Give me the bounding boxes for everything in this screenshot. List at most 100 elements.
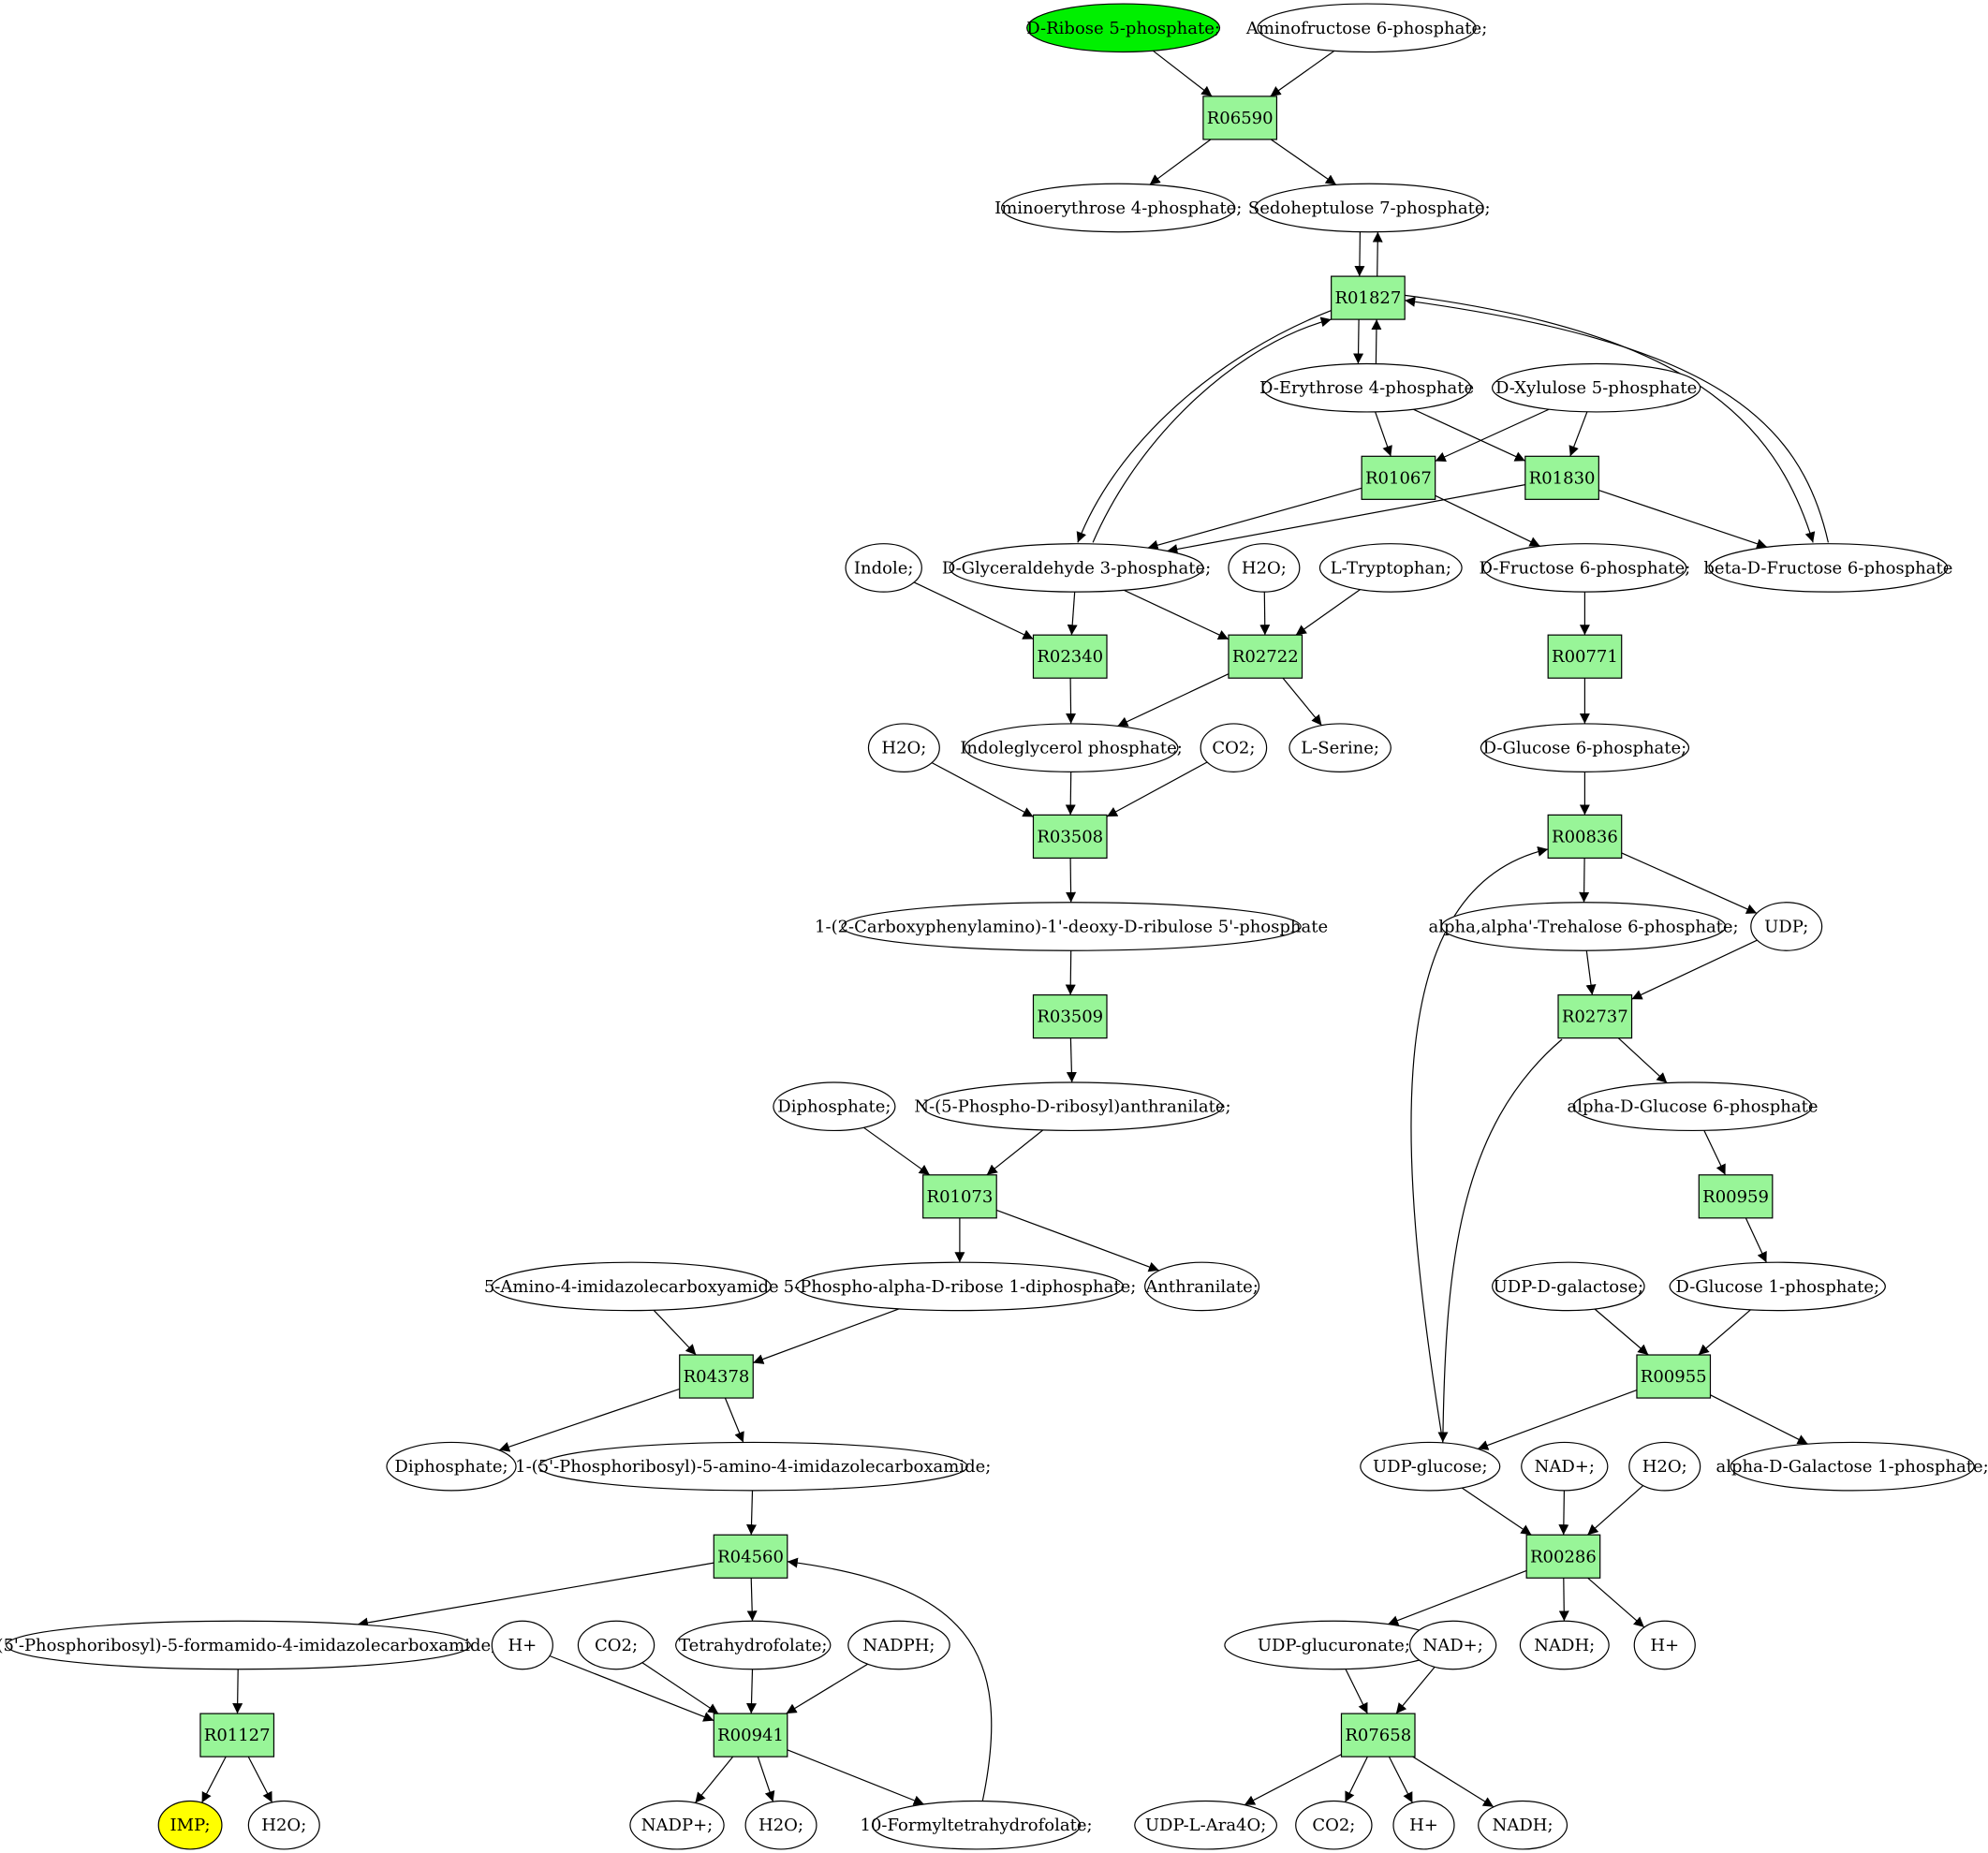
compound-ellipse <box>847 1620 950 1670</box>
compound-node-c37[interactable]: CO2; <box>577 1620 655 1670</box>
edge-R04560-to-c35 <box>357 1562 714 1628</box>
reaction-node-r00955[interactable]: R00955 <box>1636 1354 1712 1399</box>
reaction-node-r02737[interactable]: R02737 <box>1557 993 1633 1039</box>
compound-label: alpha,alpha'-Trehalose 6-phosphate; <box>1429 918 1739 937</box>
compound-node-c9[interactable]: H2O; <box>1228 543 1301 593</box>
edge-c13-to-R03508 <box>931 762 1034 817</box>
compound-node-c10[interactable]: L-Tryptophan; <box>1318 543 1463 593</box>
compound-node-c41[interactable]: NAD+; <box>1408 1620 1497 1670</box>
edge-R01073-to-c26 <box>995 1209 1160 1272</box>
compound-node-c12[interactable]: beta-D-Fructose 6-phosphate <box>1703 543 1952 593</box>
compound-node-c11[interactable]: D-Fructose 6-phosphate; <box>1480 543 1691 593</box>
compound-ellipse <box>491 1261 772 1312</box>
compound-node-c25[interactable]: 5-Phospho-alpha-D-ribose 1-diphosphate; <box>784 1261 1137 1312</box>
compound-node-c26[interactable]: Anthranilate; <box>1144 1261 1260 1312</box>
reaction-node-r01827[interactable]: R01827 <box>1331 275 1406 320</box>
compound-node-c38[interactable]: Tetrahydrofolate; <box>675 1620 832 1670</box>
reaction-box <box>922 1174 997 1219</box>
reaction-node-r00959[interactable]: R00959 <box>1698 1174 1774 1219</box>
compound-node-c36[interactable]: H+ <box>491 1620 553 1670</box>
edge-c12-to-R01827 <box>1405 296 1829 543</box>
compound-node-c22[interactable]: N-(5-Phospho-D-ribosyl)anthranilate; <box>914 1081 1231 1132</box>
compound-label: NADP+; <box>641 1816 713 1835</box>
edge-c1-to-R06590 <box>1152 50 1213 97</box>
compound-node-c45[interactable]: H2O; <box>247 1800 320 1850</box>
compound-label: NADH; <box>1534 1636 1595 1655</box>
compound-node-c29[interactable]: Diphosphate; <box>386 1441 517 1492</box>
edge-R02737-to-c31 <box>1437 1038 1563 1443</box>
compound-node-c51[interactable]: H+ <box>1392 1800 1455 1850</box>
edge-R03509-to-c22 <box>1066 1037 1077 1083</box>
compound-ellipse <box>1750 902 1823 951</box>
compound-ellipse <box>629 1800 725 1850</box>
compound-node-c17[interactable]: D-Glucose 6-phosphate; <box>1480 723 1690 772</box>
reaction-label: R00959 <box>1702 1187 1769 1207</box>
reaction-label: R04378 <box>684 1367 750 1387</box>
reaction-node-r01073[interactable]: R01073 <box>922 1174 997 1219</box>
reaction-node-r07658[interactable]: R07658 <box>1340 1713 1416 1757</box>
compound-node-c1[interactable]: D-Ribose 5-phosphate; <box>1026 3 1221 53</box>
compound-node-c24[interactable]: 5-Amino-4-imidazolecarboxyamide <box>484 1261 779 1312</box>
compound-node-c31[interactable]: UDP-glucose; <box>1360 1441 1501 1492</box>
compound-node-c14[interactable]: Indoleglycerol phosphate; <box>960 723 1183 772</box>
reaction-box <box>1202 96 1278 140</box>
compound-node-c34[interactable]: alpha-D-Galactose 1-phosphate; <box>1716 1441 1988 1492</box>
reaction-node-r02340[interactable]: R02340 <box>1032 634 1108 679</box>
edge-c5-to-R01827 <box>1371 319 1382 364</box>
compound-node-c16[interactable]: L-Serine; <box>1289 723 1392 772</box>
compound-node-c7[interactable]: Indole; <box>845 543 922 593</box>
compound-node-c3[interactable]: Iminoerythrose 4-phosphate; <box>994 183 1242 233</box>
compound-node-c43[interactable]: H+ <box>1633 1620 1696 1670</box>
reaction-node-r00286[interactable]: R00286 <box>1525 1534 1601 1579</box>
compound-ellipse <box>1519 1620 1610 1670</box>
compound-node-c47[interactable]: H2O; <box>744 1800 817 1850</box>
compound-node-c44[interactable]: IMP; <box>157 1800 223 1850</box>
reaction-label: R00955 <box>1641 1367 1707 1387</box>
reaction-node-r02722[interactable]: R02722 <box>1228 634 1303 679</box>
compound-node-c27[interactable]: UDP-D-galactose; <box>1492 1261 1645 1312</box>
reaction-node-r00941[interactable]: R00941 <box>713 1713 788 1757</box>
reaction-node-r01067[interactable]: R01067 <box>1361 455 1436 500</box>
compound-node-c30[interactable]: 1-(5'-Phosphoribosyl)-5-amino-4-imidazol… <box>515 1441 991 1492</box>
edge-R01830-to-c8 <box>1167 484 1525 554</box>
reaction-node-r01830[interactable]: R01830 <box>1524 455 1599 500</box>
compound-node-c35[interactable]: 1-(5'-Phosphoribosyl)-5-formamido-4-imid… <box>0 1620 496 1670</box>
reaction-box <box>1636 1354 1712 1399</box>
reaction-node-r00771[interactable]: R00771 <box>1547 634 1623 679</box>
compound-node-c4[interactable]: Sedoheptulose 7-phosphate; <box>1248 183 1491 233</box>
compound-node-c8[interactable]: D-Glyceraldehyde 3-phosphate; <box>942 543 1211 593</box>
reaction-node-r04560[interactable]: R04560 <box>713 1534 788 1579</box>
compound-node-c50[interactable]: CO2; <box>1295 1800 1373 1850</box>
compound-node-c20[interactable]: UDP; <box>1750 902 1823 951</box>
compound-ellipse <box>1480 723 1690 772</box>
reaction-node-r00836[interactable]: R00836 <box>1547 814 1623 860</box>
compound-node-c5[interactable]: D-Erythrose 4-phosphate <box>1259 362 1474 413</box>
reaction-node-r03508[interactable]: R03508 <box>1032 814 1108 860</box>
compound-node-c13[interactable]: H2O; <box>867 723 940 772</box>
compound-node-c42[interactable]: NADH; <box>1519 1620 1610 1670</box>
reaction-node-r01127[interactable]: R01127 <box>199 1713 275 1757</box>
compound-node-c2[interactable]: Aminofructose 6-phosphate; <box>1245 3 1487 53</box>
edge-R01827-to-c8 <box>1076 310 1332 543</box>
compound-node-c23[interactable]: alpha-D-Glucose 6-phosphate <box>1568 1081 1819 1132</box>
compound-node-c49[interactable]: UDP-L-Ara4O; <box>1134 1800 1278 1850</box>
compound-node-c33[interactable]: H2O; <box>1628 1441 1701 1492</box>
compound-node-c48[interactable]: 10-Formyltetrahydrofolate; <box>861 1800 1093 1850</box>
reaction-node-r04378[interactable]: R04378 <box>679 1354 754 1399</box>
compound-node-c46[interactable]: NADP+; <box>629 1800 725 1850</box>
compound-node-c6[interactable]: D-Xylulose 5-phosphate <box>1492 362 1701 413</box>
compound-node-c39[interactable]: NADPH; <box>847 1620 950 1670</box>
compound-label: N-(5-Phospho-D-ribosyl)anthranilate; <box>914 1097 1230 1117</box>
compound-node-c19[interactable]: alpha,alpha'-Trehalose 6-phosphate; <box>1429 902 1739 951</box>
edge-c23-to-R00959 <box>1703 1130 1727 1176</box>
compound-ellipse <box>1134 1800 1278 1850</box>
compound-node-c32[interactable]: NAD+; <box>1521 1441 1609 1492</box>
compound-node-c28[interactable]: D-Glucose 1-phosphate; <box>1669 1261 1886 1312</box>
compound-node-c21[interactable]: Diphosphate; <box>773 1081 896 1132</box>
compound-node-c15[interactable]: CO2; <box>1200 723 1268 772</box>
reaction-node-r03509[interactable]: R03509 <box>1032 993 1108 1039</box>
reaction-node-r06590[interactable]: R06590 <box>1202 96 1278 140</box>
compound-ellipse <box>1144 1261 1260 1312</box>
compound-node-c52[interactable]: NADH; <box>1478 1800 1568 1850</box>
compound-node-c18[interactable]: 1-(2-Carboxyphenylamino)-1'-deoxy-D-ribu… <box>815 902 1328 951</box>
